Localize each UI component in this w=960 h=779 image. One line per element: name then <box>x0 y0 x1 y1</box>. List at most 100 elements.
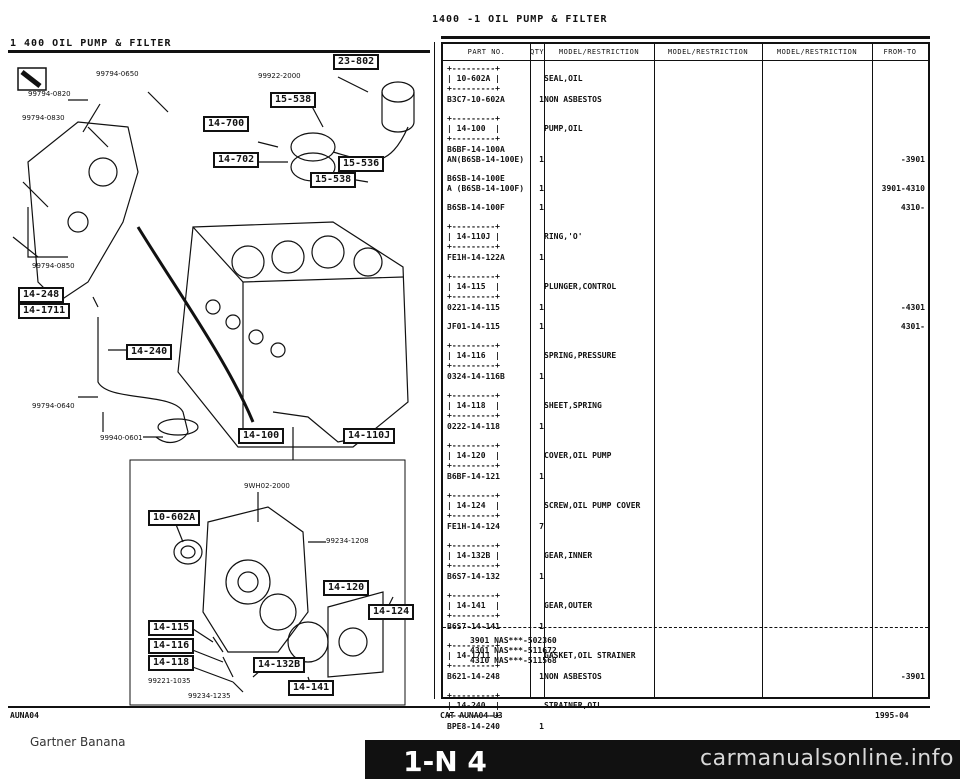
col-divider <box>544 44 545 697</box>
part-number: BPE8-14-240 <box>447 722 500 731</box>
part-number: B6S7-14-141 <box>447 622 500 631</box>
part-description: GEAR,OUTER <box>544 601 593 610</box>
table-row: +---------+ | 14-141 | +---------+ GEAR,O… <box>443 591 928 621</box>
part-number: FE1H-14-122A <box>447 253 505 262</box>
part-number: +---------+ | 14-240 | +---------+ <box>447 691 500 720</box>
callout-15-538-top: 15-538 <box>270 92 317 108</box>
quantity: 7 <box>539 522 544 531</box>
table-bottom-rule <box>443 627 928 628</box>
quantity: 1 <box>539 572 544 581</box>
callout-14-240: 14-240 <box>126 344 173 360</box>
part-label-99940-0601: 99940-0601 <box>100 434 143 442</box>
part-label-99794-0820: 99794-0820 <box>28 90 71 98</box>
table-row: +---------+ | 14-240 | +---------+ STRAIN… <box>443 691 928 721</box>
part-number: 0221-14-115 <box>447 303 500 312</box>
table-row: B6BF-14-100A AN(B6SB-14-100E)1-3901 <box>443 145 928 165</box>
callout-14-120: 14-120 <box>323 580 370 596</box>
quantity: 1 <box>539 95 544 104</box>
table-row: +---------+ | 14-116 | +---------+SPRING… <box>443 341 928 371</box>
part-label-99234-1235: 99234-1235 <box>188 692 231 700</box>
part-number: +---------+ | 10-602A | +---------+ <box>447 64 500 93</box>
part-description: STRAINER,OIL <box>544 701 602 710</box>
part-label-9wh02-2000: 9WH02-2000 <box>244 482 290 490</box>
callout-15-536: 15-536 <box>338 156 385 172</box>
from-to: -3901 <box>900 672 925 681</box>
quantity: 1 <box>539 322 544 331</box>
part-number: +---------+ | 14-132B | +---------+ <box>447 541 500 570</box>
engine-block <box>177 221 409 448</box>
part-label-99794-0850: 99794-0850 <box>32 262 75 270</box>
bottom-rule <box>8 706 930 708</box>
part-number: 0222-14-118 <box>447 422 500 431</box>
col-divider <box>530 44 531 697</box>
from-to: 3901-4310 <box>881 184 925 193</box>
quantity: 1 <box>539 472 544 481</box>
header-rule-right <box>441 36 930 39</box>
callout-14-702: 14-702 <box>213 152 260 168</box>
exploded-diagram: 23-802 15-538 14-700 14-702 15-536 15-53… <box>8 52 433 707</box>
quantity: 1 <box>539 303 544 312</box>
part-description: GASKET,OIL STRAINER <box>544 651 636 660</box>
part-description: SPRING,PRESSURE <box>544 351 617 360</box>
quantity: 1 <box>539 672 544 681</box>
watermark: carmanualsonline.info <box>700 746 954 771</box>
table-row: +---------+ | 14-110J | +---------+RING,… <box>443 222 928 252</box>
date-stamp: 1995-04 <box>875 711 909 720</box>
page-tab: 1-N 4 <box>403 745 487 778</box>
part-number: +---------+ | 14-124 | +---------+ <box>447 491 500 520</box>
callout-14-124: 14-124 <box>368 604 415 620</box>
callout-23-802: 23-802 <box>333 54 380 70</box>
center-divider <box>434 42 435 699</box>
callout-14-115: 14-115 <box>148 620 195 636</box>
part-label-99794-0830: 99794-0830 <box>22 114 65 122</box>
table-row: +---------+ | 14-120 | +---------+ COVER,… <box>443 441 928 471</box>
col-header-model-1: MODEL/RESTRICTION <box>544 44 654 61</box>
direction-marker <box>17 67 47 91</box>
col-divider <box>872 44 873 697</box>
header-rule <box>8 50 430 53</box>
part-label-99234-1208: 99234-1208 <box>326 537 369 545</box>
part-number: 0324-14-116B <box>447 372 505 381</box>
serial-footnotes: 3901 NAS***-502360 4301 NAS***-511672 43… <box>470 636 557 665</box>
page-tab-bar <box>365 740 960 779</box>
part-label-99794-0650: 99794-0650 <box>96 70 139 78</box>
table-row: +---------+ | 14-1711 | +---------+GASKE… <box>443 641 928 671</box>
table-row: +---------+ | 14-100 | +---------+PUMP,O… <box>443 114 928 144</box>
from-to: -3901 <box>900 155 925 164</box>
callout-14-118: 14-118 <box>148 655 195 671</box>
part-description: SHEET,SPRING <box>544 401 602 410</box>
table-row: BPE8-14-240 1 <box>443 722 928 732</box>
col-header-part-no: PART NO. <box>443 44 530 61</box>
part-description: COVER,OIL PUMP <box>544 451 612 460</box>
table-row: +---------+ | 14-115 | +---------+PLUNGE… <box>443 272 928 302</box>
part-number: B6SB-14-100F <box>447 203 505 212</box>
part-number: +---------+ | 14-141 | +---------+ <box>447 591 500 620</box>
callout-14-100: 14-100 <box>238 428 285 444</box>
part-number: +---------+ | 14-120 | +---------+ <box>447 441 500 470</box>
quantity: 1 <box>539 203 544 212</box>
part-description: PLUNGER,CONTROL <box>544 282 617 291</box>
part-number: JF01-14-115 <box>447 322 500 331</box>
callout-14-1711: 14-1711 <box>18 303 71 319</box>
part-number: +---------+ | 14-100 | +---------+ <box>447 114 500 143</box>
callout-14-110j: 14-110J <box>343 428 396 444</box>
quantity: 1 <box>539 155 544 164</box>
footer-credit: Gartner Banana <box>30 735 126 749</box>
callout-14-248: 14-248 <box>18 287 65 303</box>
part-label-99794-0640: 99794-0640 <box>32 402 75 410</box>
table-row: +---------+ | 14-124 | +---------+SCREW,… <box>443 491 928 521</box>
doc-code-right: CAT AUNA04-U3 <box>440 711 503 720</box>
part-number: B3C7-10-602A <box>447 95 505 104</box>
quantity: 1 <box>539 722 544 731</box>
part-number: B6S7-14-132 <box>447 572 500 581</box>
part-description: GEAR,INNER <box>544 551 593 560</box>
col-header-from-to: FROM-TO <box>872 44 928 61</box>
